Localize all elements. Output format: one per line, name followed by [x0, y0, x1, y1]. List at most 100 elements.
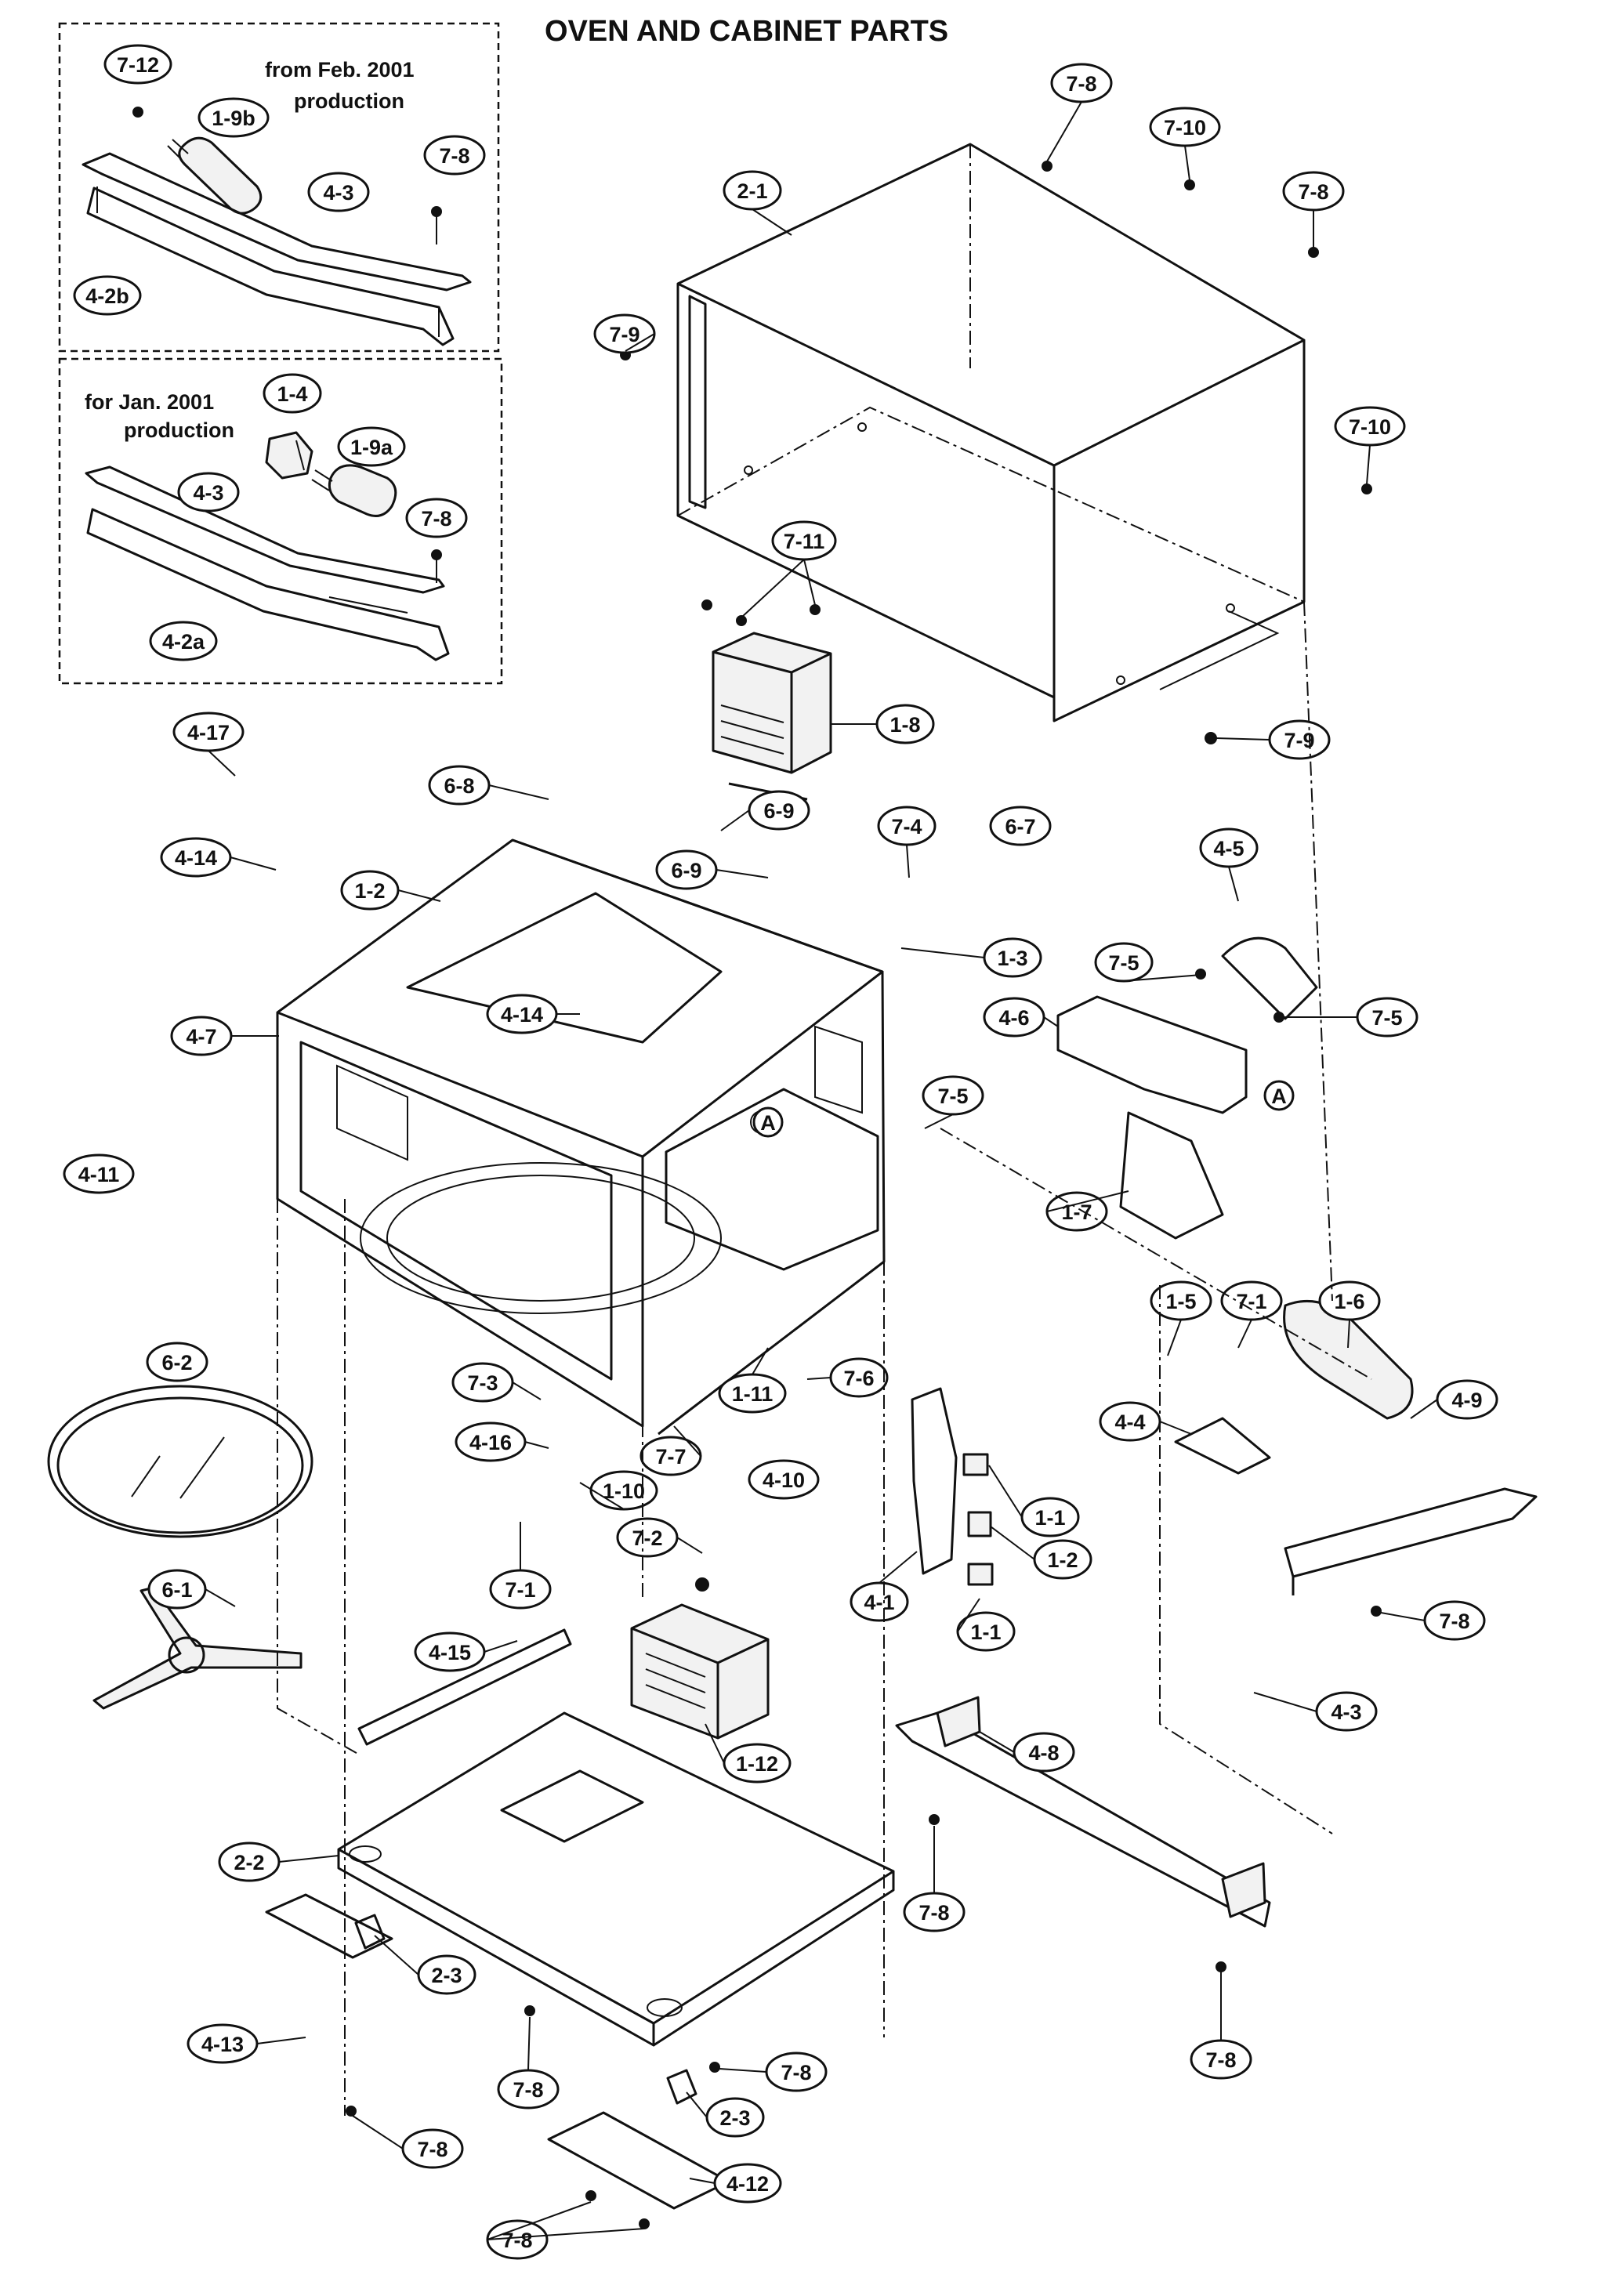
svg-text:7-5: 7-5	[1108, 951, 1139, 975]
transformer-1-12-part	[630, 1577, 770, 1740]
callout-6-8: 6-8	[428, 765, 491, 806]
svg-text:4-17: 4-17	[187, 721, 230, 744]
callout-4-1: 4-1	[850, 1581, 909, 1622]
callout-4-3-bottom: 4-3	[1315, 1691, 1378, 1732]
svg-text:4-6: 4-6	[998, 1006, 1029, 1030]
callout-7-8-right-bottom: 7-8	[1190, 2039, 1252, 2080]
oven-cavity-4-7-part	[276, 838, 886, 1436]
svg-text:7-8: 7-8	[421, 507, 451, 531]
svg-text:4-14: 4-14	[501, 1003, 543, 1027]
callout-2-3-right: 2-3	[705, 2097, 765, 2138]
callout-7-11: 7-11	[771, 520, 837, 561]
callout-1-10: 1-10	[589, 1470, 658, 1511]
svg-text:6-9: 6-9	[671, 859, 701, 882]
svg-text:7-8: 7-8	[918, 1901, 949, 1925]
svg-text:4-7: 4-7	[186, 1025, 216, 1048]
callout-7-8-left-bottom: 7-8	[401, 2128, 464, 2169]
callout-6-7: 6-7	[989, 806, 1052, 846]
svg-text:4-3: 4-3	[193, 481, 223, 505]
callout-4-13: 4-13	[187, 2023, 259, 2064]
lamp-bracket-4-2b-part	[82, 152, 472, 346]
callout-4-17: 4-17	[172, 712, 245, 752]
rear-plates-4-12-4-13-part	[265, 1893, 730, 2229]
callout-7-2: 7-2	[616, 1517, 679, 1558]
roller-stay-6-1-part	[92, 1586, 303, 1710]
callout-1-3: 1-3	[983, 937, 1042, 978]
callout-7-3: 7-3	[451, 1362, 514, 1403]
svg-text:4-11: 4-11	[78, 1163, 120, 1186]
svg-text:1-9a: 1-9a	[350, 436, 393, 459]
callout-1-12: 1-12	[723, 1743, 792, 1784]
callout-4-15: 4-15	[414, 1631, 486, 1672]
svg-text:7-5: 7-5	[937, 1085, 968, 1108]
callout-6-1: 6-1	[147, 1569, 207, 1610]
callout-7-8-box1: 7-8	[423, 135, 486, 176]
capacitor-1-6-part	[1174, 1300, 1414, 1475]
switch-bracket-4-1-part	[911, 1387, 994, 1586]
callout-7-8-rail: 7-8	[1423, 1600, 1486, 1641]
callout-4-3-box2: 4-3	[177, 472, 240, 512]
callout-4-5: 4-5	[1199, 828, 1259, 868]
callout-7-4: 7-4	[877, 806, 937, 846]
svg-text:1-4: 1-4	[277, 382, 307, 406]
svg-text:1-2: 1-2	[1047, 1548, 1078, 1572]
svg-text:6-9: 6-9	[763, 799, 794, 823]
base-plate-2-2-part	[337, 1711, 895, 2105]
svg-text:1-1: 1-1	[1034, 1506, 1065, 1530]
callout-4-9: 4-9	[1436, 1379, 1498, 1420]
callout-4-2a: 4-2a	[149, 621, 218, 661]
svg-text:4-15: 4-15	[429, 1641, 471, 1664]
svg-text:4-3: 4-3	[323, 181, 353, 205]
svg-text:7-7: 7-7	[655, 1445, 686, 1468]
svg-text:7-4: 7-4	[891, 815, 922, 838]
svg-text:1-1: 1-1	[970, 1621, 1001, 1644]
marker-a-side: A	[1263, 1080, 1295, 1111]
svg-text:2-1: 2-1	[737, 179, 767, 203]
svg-text:7-5: 7-5	[1371, 1006, 1402, 1030]
callout-4-7: 4-7	[170, 1016, 233, 1056]
svg-text:7-10: 7-10	[1349, 415, 1391, 439]
svg-text:1-10: 1-10	[603, 1479, 645, 1503]
svg-text:6-2: 6-2	[161, 1351, 192, 1374]
svg-text:4-8: 4-8	[1028, 1741, 1059, 1765]
marker-a-top: A	[752, 1106, 784, 1138]
svg-text:A: A	[1271, 1085, 1287, 1108]
svg-text:2-3: 2-3	[719, 2106, 750, 2130]
variant-box-feb-2001: from Feb. 2001 production	[58, 22, 500, 353]
callout-1-1-top: 1-1	[1020, 1497, 1080, 1537]
callout-7-8-front: 7-8	[903, 1892, 966, 1932]
callout-7-5-a: 7-5	[1094, 942, 1154, 983]
svg-text:6-8: 6-8	[444, 774, 474, 798]
callout-4-14-mid: 4-14	[486, 994, 558, 1034]
svg-text:4-14: 4-14	[175, 846, 217, 870]
callout-2-1: 2-1	[723, 170, 782, 211]
svg-text:7-8: 7-8	[513, 2078, 543, 2102]
callout-7-9-left: 7-9	[593, 313, 656, 354]
callout-2-2: 2-2	[218, 1842, 281, 1882]
magnetron-1-8-part	[701, 599, 832, 801]
svg-text:7-3: 7-3	[467, 1371, 498, 1395]
svg-text:1-11: 1-11	[732, 1382, 774, 1406]
svg-text:7-10: 7-10	[1164, 116, 1206, 139]
note-jan-production: production	[124, 418, 234, 442]
svg-text:4-2b: 4-2b	[85, 284, 129, 308]
callout-4-16: 4-16	[455, 1421, 527, 1462]
svg-text:7-8: 7-8	[1439, 1610, 1469, 1633]
callout-1-9a: 1-9a	[337, 426, 406, 467]
svg-text:2-3: 2-3	[431, 1964, 462, 1987]
svg-text:1-3: 1-3	[997, 947, 1027, 970]
svg-text:4-5: 4-5	[1213, 837, 1244, 860]
svg-text:6-1: 6-1	[161, 1578, 192, 1602]
svg-text:4-3: 4-3	[1331, 1700, 1361, 1724]
turntable-tray-6-2-part	[47, 1385, 313, 1538]
lamp-1-9b-part	[132, 107, 263, 215]
svg-text:7-8: 7-8	[781, 2061, 811, 2084]
svg-text:1-12: 1-12	[736, 1752, 778, 1776]
callout-1-11: 1-11	[718, 1373, 787, 1414]
lamp-socket-1-4-part	[265, 431, 313, 480]
callout-7-5-c: 7-5	[922, 1075, 984, 1116]
callout-1-4: 1-4	[263, 373, 322, 414]
svg-text:1-6: 1-6	[1334, 1290, 1364, 1313]
svg-text:4-12: 4-12	[726, 2172, 769, 2196]
outer-cabinet-2-1-part	[620, 143, 1372, 744]
